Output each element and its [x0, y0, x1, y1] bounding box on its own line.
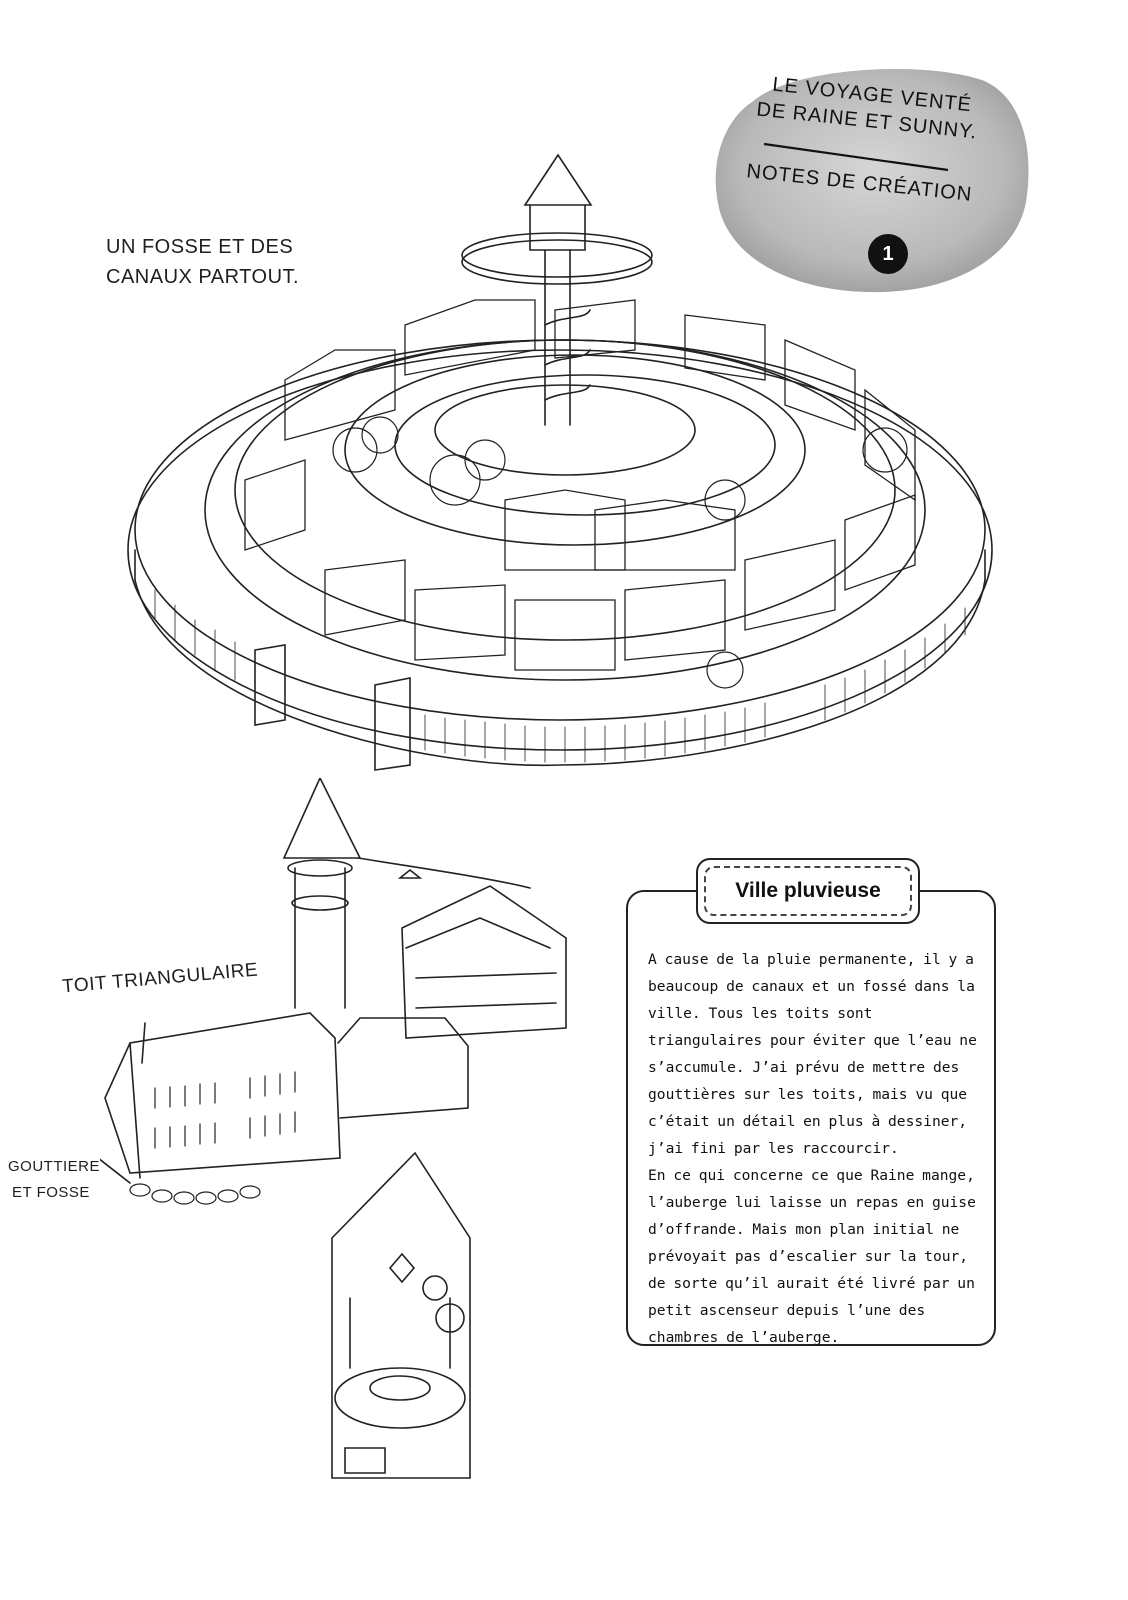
- note-body: A cause de la pluie permanente, il y a b…: [648, 946, 980, 1351]
- note-paragraph-2: En ce qui concerne ce que Raine mange, l…: [648, 1167, 976, 1346]
- badge-number: 1: [868, 234, 908, 274]
- note-title-tab: Ville pluvieuse: [696, 858, 920, 924]
- note-title-frame: Ville pluvieuse: [704, 866, 912, 916]
- caption-canals-line2: canaux partout.: [106, 266, 300, 288]
- note-box: A cause de la pluie permanente, il y a b…: [626, 890, 996, 1346]
- label-gutter-line2: et fosse: [12, 1184, 90, 1201]
- note-title: Ville pluvieuse: [735, 879, 881, 902]
- badge-ink-blob: [715, 68, 1029, 293]
- label-gutter-moat: Gouttiere et fosse: [8, 1154, 101, 1206]
- note-paragraph-1: A cause de la pluie permanente, il y a b…: [648, 951, 977, 1157]
- label-gutter-line1: Gouttiere: [8, 1158, 101, 1175]
- city-sketch-illustration: [127, 153, 993, 771]
- caption-canals: Un fosse et des canaux partout.: [106, 232, 306, 292]
- buildings-sketch-illustration: [100, 778, 567, 1479]
- caption-canals-line1: Un fosse et des: [106, 236, 294, 258]
- chapter-badge: Le voyage venté de Raine et Sunny. Notes…: [712, 62, 1030, 294]
